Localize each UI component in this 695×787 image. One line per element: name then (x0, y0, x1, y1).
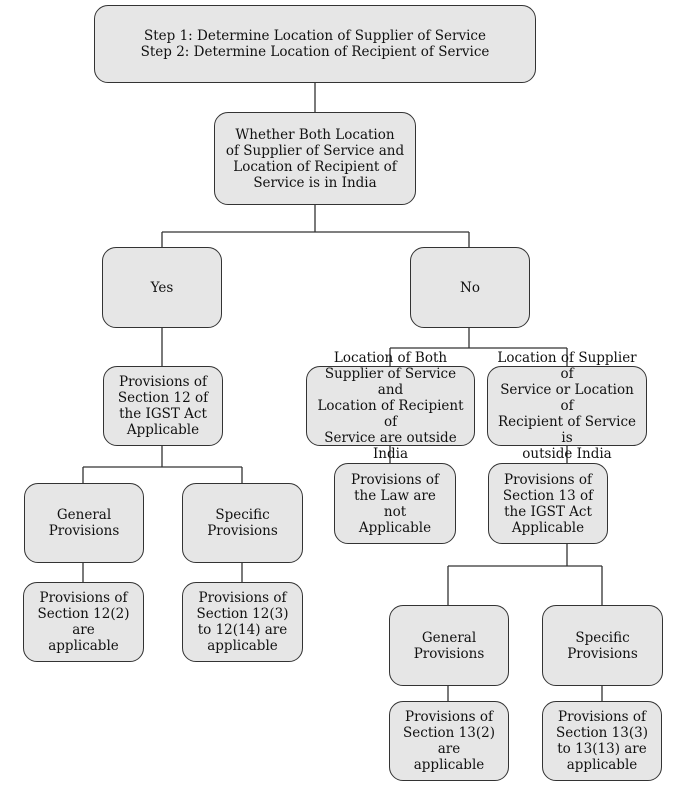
section13-3-13-text-line: to 13(13) are (557, 741, 647, 757)
section12-text-line: Provisions of (118, 374, 208, 390)
question-text-line: Location of Recipient of (233, 158, 397, 175)
section13-text-line: Applicable (511, 519, 585, 536)
specific-provisions-12-text-line: Specific (215, 507, 270, 523)
general-provisions-12-text-line: General (56, 507, 112, 523)
both-outside-text-line: Location of Both (333, 350, 448, 366)
no-text-line: No (460, 279, 480, 296)
question-text-line: of Supplier of Service and (225, 142, 405, 159)
general-provisions-13-text-line: General (421, 629, 477, 646)
section13-3-13-text-line: Provisions of (557, 709, 647, 725)
section12-text-line: Section 12 of (117, 390, 209, 406)
section12-2-text-line: applicable (48, 638, 119, 654)
section12-3-14-text-line: Section 12(3) (196, 606, 289, 622)
general-provisions-12-text-line: Provisions (48, 523, 120, 539)
top-steps-box: Step 1: Determine Location of Supplier o… (94, 5, 536, 83)
both-outside-text-line: Supplier of Service and (324, 366, 457, 398)
both-outside-text-line: Location of Recipient of (317, 398, 464, 430)
general-provisions-13-text-line: Provisions (413, 645, 485, 662)
section12-text-line: the IGST Act (119, 406, 207, 422)
either-outside-text-line: Service or Location of (500, 382, 634, 414)
section12-3-14-text-line: Provisions of (198, 590, 287, 606)
yes-text-line: Yes (150, 279, 174, 296)
either-outside-text-line: Location of Supplier of (497, 350, 637, 382)
section12-2-text-line: Section 12(2) are (37, 606, 130, 638)
section13-text-line: the IGST Act (504, 503, 592, 520)
yes-box: Yes (102, 247, 222, 328)
either-outside-text-line: Recipient of Service is (498, 414, 636, 446)
section13-2-text-line: Section 13(2) are (403, 725, 495, 757)
law-not-applicable-text-line: Provisions of (350, 471, 440, 488)
question-text-line: Whether Both Location (235, 126, 395, 143)
section13-3-13-text-line: applicable (566, 757, 638, 773)
no-box: No (410, 247, 530, 328)
specific-provisions-13-text-line: Specific (575, 629, 630, 646)
section13-3-13-text-line: Section 13(3) (556, 725, 648, 741)
section12-3-14-text-line: to 12(14) are (197, 622, 288, 638)
section13-2-text-line: applicable (413, 757, 485, 773)
section12-3-14-text-line: applicable (207, 638, 278, 654)
specific-provisions-12-text-line: Provisions (207, 523, 278, 539)
section12-text-line: Applicable (126, 422, 200, 438)
section13-text-line: Provisions of (503, 471, 593, 488)
law-not-applicable-text-line: the Law are not (354, 487, 436, 520)
section13-2-text-line: Provisions of (404, 709, 494, 725)
top-steps-text-line: Step 1: Determine Location of Supplier o… (144, 28, 486, 44)
section13-text-line: Section 13 of (502, 487, 594, 504)
specific-provisions-13-text-line: Provisions (567, 645, 638, 662)
section12-2-text-line: Provisions of (39, 590, 128, 606)
question-text-line: Service is in India (253, 174, 377, 191)
law-not-applicable-text-line: Applicable (358, 519, 432, 536)
top-steps-text-line: Step 2: Determine Location of Recipient … (140, 44, 490, 60)
both-outside-text-line: Service are outside India (324, 430, 457, 462)
either-outside-text-line: outside India (522, 446, 612, 462)
